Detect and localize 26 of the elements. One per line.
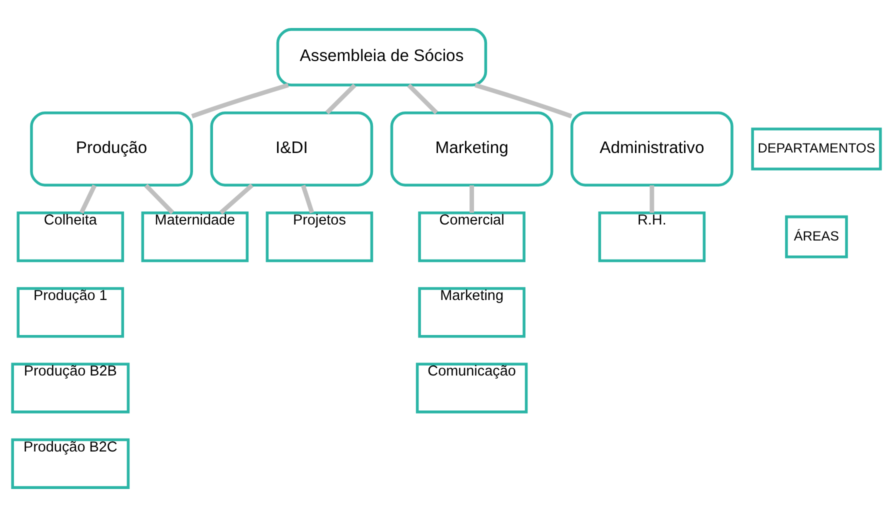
node-box: ÁREAS xyxy=(785,215,848,258)
node-box: Produção B2C xyxy=(11,438,130,489)
node-box: Comunicação xyxy=(416,362,528,414)
node-box: R.H. xyxy=(598,212,706,262)
connector xyxy=(79,184,97,214)
node-box: Comercial xyxy=(418,212,526,262)
connector xyxy=(144,184,174,214)
node-box: Administrativo xyxy=(570,111,734,186)
node-box: Produção B2B xyxy=(11,362,130,414)
node-box: Marketing xyxy=(418,287,526,338)
connector xyxy=(301,184,314,214)
node-box: Colheita xyxy=(16,212,124,262)
node-box: Projetos xyxy=(266,212,374,262)
node-box: DEPARTAMENTOS xyxy=(751,128,882,170)
node-box: Assembleia de Sócios xyxy=(276,28,488,86)
node-box: Marketing xyxy=(390,111,554,186)
connector xyxy=(470,185,474,213)
node-box: Maternidade xyxy=(141,212,249,262)
node-box: I&DI xyxy=(210,111,374,186)
connector xyxy=(407,84,438,114)
node-box: Produção 1 xyxy=(16,287,124,338)
connector xyxy=(325,84,356,114)
node-box: Produção xyxy=(30,111,193,186)
connector xyxy=(474,83,572,118)
connector xyxy=(191,83,289,118)
connector xyxy=(650,185,654,213)
